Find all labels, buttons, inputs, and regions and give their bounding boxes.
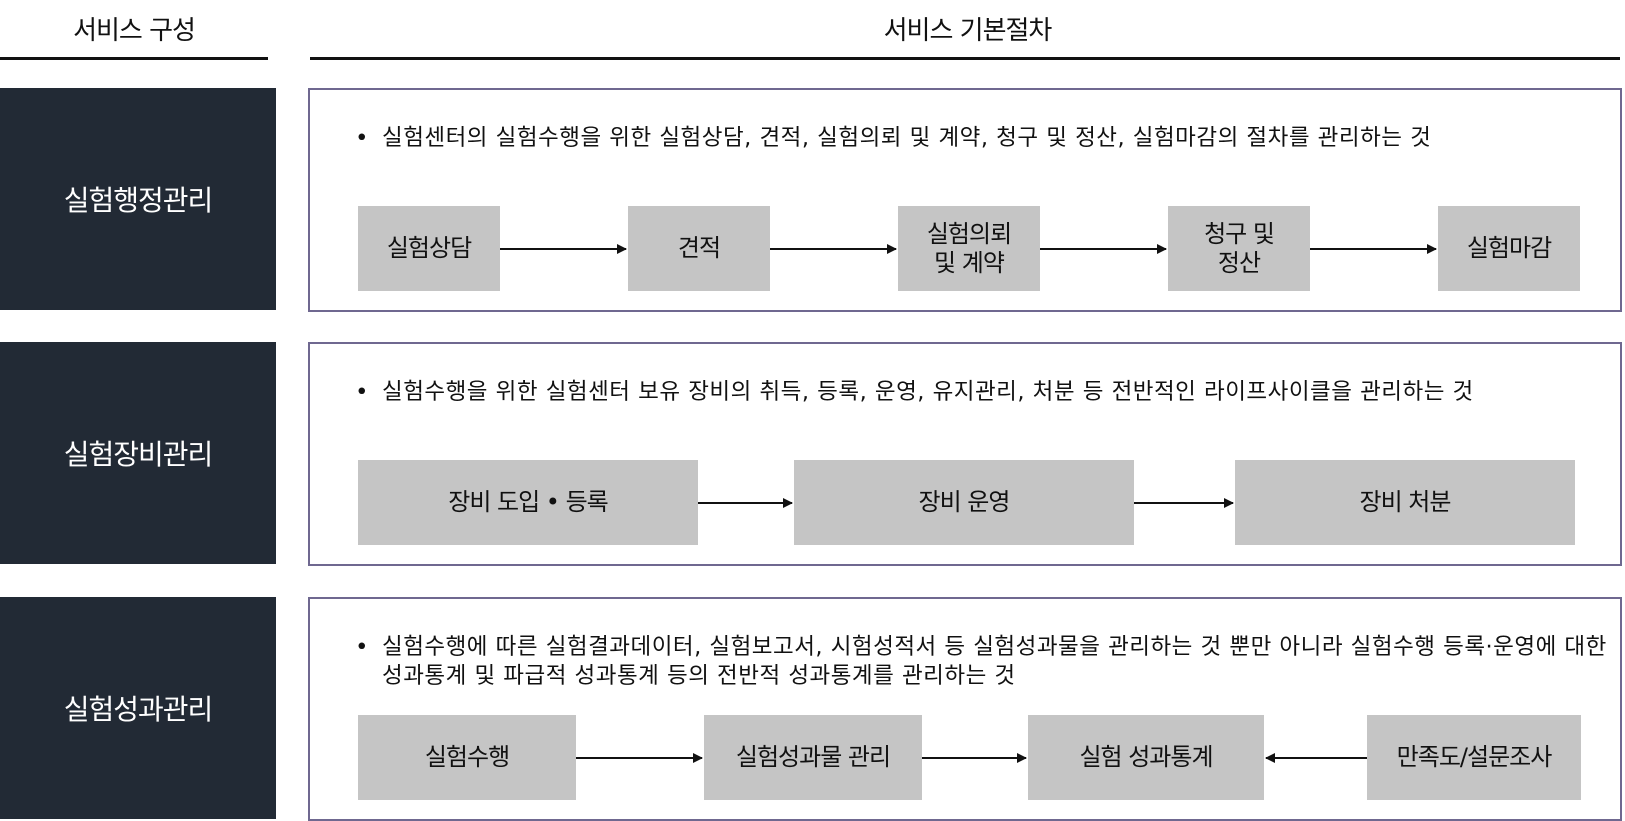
procedure-box: • 실험수행을 위한 실험센터 보유 장비의 취득, 등록, 운영, 유지관리,… — [308, 342, 1622, 566]
bullet-icon: • — [355, 379, 369, 405]
procedure-description: • 실험수행을 위한 실험센터 보유 장비의 취득, 등록, 운영, 유지관리,… — [352, 378, 1617, 407]
procedure-box: • 실험센터의 실험수행을 위한 실험상담, 견적, 실험의뢰 및 계약, 청구… — [308, 88, 1622, 312]
step-box: 청구 및 정산 — [1168, 206, 1310, 291]
header-divider-left — [0, 57, 268, 60]
step-box: 장비 운영 — [794, 460, 1134, 545]
step-box: 실험마감 — [1438, 206, 1580, 291]
service-procedure-header: 서비스 기본절차 — [883, 16, 1053, 46]
bullet-icon: • — [355, 125, 369, 151]
step-box: 장비 처분 — [1235, 460, 1575, 545]
step-box: 견적 — [628, 206, 770, 291]
procedure-box: • 실험수행에 따른 실험결과데이터, 실험보고서, 시험성적서 등 실험성과물… — [308, 597, 1622, 821]
description-text: 실험수행에 따른 실험결과데이터, 실험보고서, 시험성적서 등 실험성과물을 … — [382, 634, 1607, 689]
step-box: 실험수행 — [358, 715, 576, 800]
row-label: 실험행정관리 — [0, 88, 276, 310]
step-box: 실험상담 — [358, 206, 500, 291]
procedure-description: • 실험수행에 따른 실험결과데이터, 실험보고서, 시험성적서 등 실험성과물… — [352, 633, 1617, 691]
step-box: 실험 성과통계 — [1028, 715, 1264, 800]
step-box: 장비 도입 • 등록 — [358, 460, 698, 545]
description-text: 실험수행을 위한 실험센터 보유 장비의 취득, 등록, 운영, 유지관리, 처… — [382, 379, 1474, 405]
description-text: 실험센터의 실험수행을 위한 실험상담, 견적, 실험의뢰 및 계약, 청구 및… — [382, 125, 1432, 151]
service-composition-header: 서비스 구성 — [73, 16, 196, 46]
procedure-description: • 실험센터의 실험수행을 위한 실험상담, 견적, 실험의뢰 및 계약, 청구… — [352, 124, 1617, 153]
step-box: 실험성과물 관리 — [704, 715, 922, 800]
header-divider-right — [310, 57, 1620, 60]
row-label: 실험장비관리 — [0, 342, 276, 564]
row-label: 실험성과관리 — [0, 597, 276, 819]
step-box: 실험의뢰 및 계약 — [898, 206, 1040, 291]
bullet-icon: • — [355, 634, 369, 660]
step-box: 만족도/설문조사 — [1367, 715, 1581, 800]
